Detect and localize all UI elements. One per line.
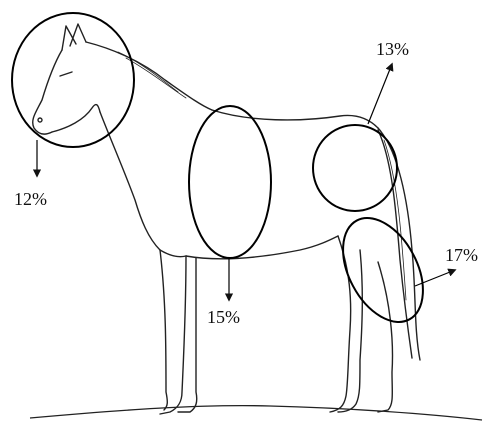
hind-leg-percentage-label: 17% xyxy=(445,246,478,264)
ground-line xyxy=(30,406,482,420)
head-percentage-label: 12% xyxy=(14,190,47,208)
belly-region-ellipse xyxy=(189,106,271,258)
rump-percentage-label: 13% xyxy=(376,40,409,58)
rump-arrow xyxy=(368,64,392,124)
rump-region-ellipse xyxy=(313,125,397,211)
hind-leg-region-ellipse xyxy=(327,205,440,336)
belly-percentage-label: 15% xyxy=(207,308,240,326)
head-region-ellipse xyxy=(12,13,134,147)
